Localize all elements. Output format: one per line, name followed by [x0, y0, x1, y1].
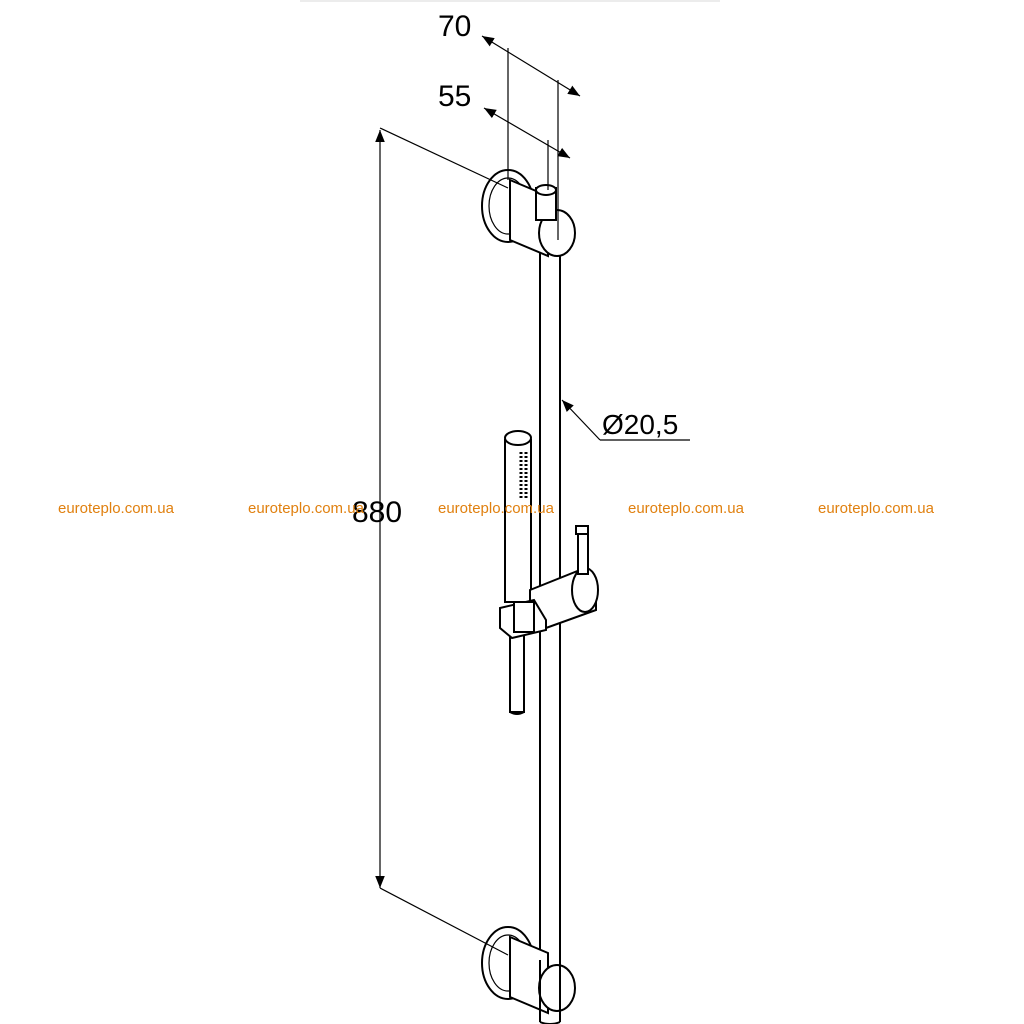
dim-label-diameter: Ø20,5: [602, 409, 678, 440]
dim-label-55: 55: [438, 80, 471, 113]
dimension-height: 880: [352, 127, 509, 956]
dimension-diameter: Ø20,5: [561, 399, 690, 441]
watermark: euroteplo.com.ua: [248, 500, 364, 517]
dimension-70: 70: [438, 10, 581, 240]
watermark: euroteplo.com.ua: [438, 500, 554, 517]
watermark: euroteplo.com.ua: [628, 500, 744, 517]
watermark: euroteplo.com.ua: [58, 500, 174, 517]
dimension-55: 55: [438, 80, 571, 190]
top-wall-bracket: [481, 169, 576, 258]
spray-nozzles: [519, 452, 528, 500]
slider-holder: [499, 525, 599, 640]
dim-label-height: 880: [352, 496, 402, 529]
dim-label-70: 70: [438, 10, 471, 43]
bottom-wall-bracket: [481, 926, 576, 1022]
slide-rail: [539, 240, 561, 1024]
watermark: euroteplo.com.ua: [818, 500, 934, 517]
hand-shower: [504, 430, 532, 715]
